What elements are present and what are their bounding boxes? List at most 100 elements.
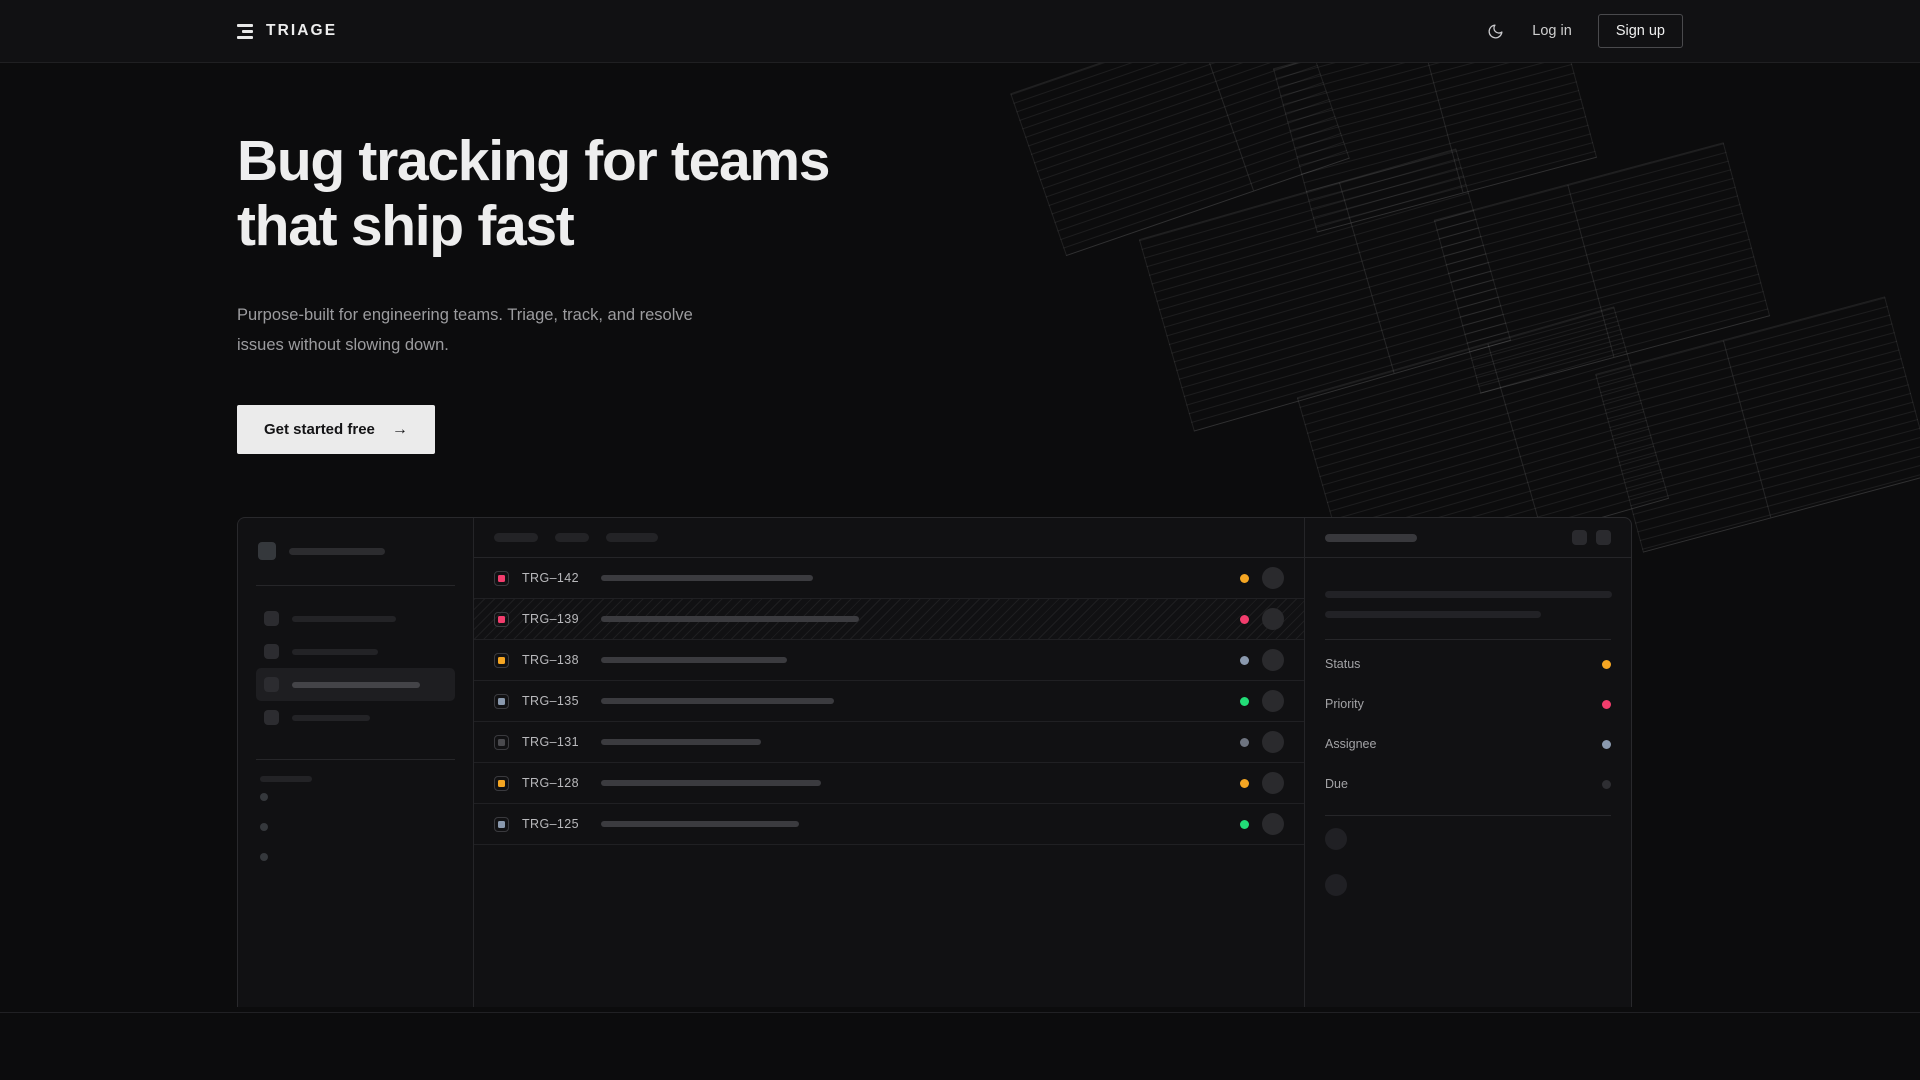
issue-title-skeleton: [601, 698, 834, 704]
priority-indicator[interactable]: [494, 734, 509, 750]
issue-id: TRG–139: [522, 612, 579, 626]
sidebar-nav-icon: [264, 611, 279, 626]
detail-meta-row-due[interactable]: Due: [1325, 764, 1611, 804]
issue-row-meta: [1240, 731, 1284, 753]
detail-description-skeleton: [1325, 591, 1612, 618]
sidebar-nav-icon: [264, 677, 279, 692]
priority-indicator[interactable]: [494, 775, 509, 791]
sidebar-nav: [256, 602, 455, 734]
sidebar-mini-item[interactable]: [256, 782, 455, 812]
detail-meta-label: Due: [1325, 777, 1348, 791]
activity-avatar: [1325, 874, 1347, 896]
sidebar-section-label-skeleton: [260, 776, 312, 782]
detail-meta-value-dot: [1602, 699, 1611, 709]
issue-row[interactable]: TRG–131: [474, 722, 1304, 763]
activity-avatar: [1325, 828, 1347, 850]
sidebar-nav-icon: [264, 644, 279, 659]
issue-title-skeleton: [601, 657, 787, 663]
detail-meta-row-assignee[interactable]: Assignee: [1325, 724, 1611, 764]
get-started-button[interactable]: Get started free →: [237, 405, 435, 454]
assignee-avatar[interactable]: [1262, 813, 1284, 835]
assignee-avatar[interactable]: [1262, 772, 1284, 794]
get-started-label: Get started free: [264, 421, 375, 438]
assignee-avatar[interactable]: [1262, 649, 1284, 671]
toolbar-chip-skeleton[interactable]: [555, 533, 589, 542]
detail-description-line-skeleton: [1325, 611, 1541, 618]
detail-meta-row-priority[interactable]: Priority: [1325, 684, 1611, 724]
detail-action-button[interactable]: [1596, 530, 1611, 545]
sidebar-nav-item-2[interactable]: [256, 668, 455, 701]
priority-indicator[interactable]: [494, 652, 509, 668]
issue-id: TRG–135: [522, 694, 579, 708]
detail-divider: [1325, 639, 1611, 640]
issue-row[interactable]: TRG–139: [474, 599, 1304, 640]
issue-row[interactable]: TRG–135: [474, 681, 1304, 722]
detail-meta-row-status[interactable]: Status: [1325, 644, 1611, 684]
issue-id: TRG–138: [522, 653, 579, 667]
sidebar-mini-item[interactable]: [256, 812, 455, 842]
workspace-name-skeleton: [289, 547, 385, 555]
priority-indicator[interactable]: [494, 816, 509, 832]
status-dot[interactable]: [1240, 573, 1249, 583]
sidebar-nav-item-3[interactable]: [256, 701, 455, 734]
status-dot[interactable]: [1240, 696, 1249, 706]
headline-line-1: Bug tracking for teams: [237, 129, 831, 193]
sidebar-mini-item[interactable]: [256, 842, 455, 872]
assignee-avatar[interactable]: [1262, 690, 1284, 712]
status-dot[interactable]: [1240, 737, 1249, 747]
issue-id: TRG–125: [522, 817, 579, 831]
priority-indicator[interactable]: [494, 611, 509, 627]
workspace-switcher[interactable]: [256, 538, 455, 560]
detail-meta-label: Priority: [1325, 697, 1364, 711]
toolbar-chip-skeleton[interactable]: [494, 533, 538, 542]
signup-button[interactable]: Sign up: [1597, 14, 1683, 48]
detail-description-line-skeleton: [1325, 591, 1612, 598]
status-dot[interactable]: [1240, 614, 1249, 624]
status-dot[interactable]: [1240, 819, 1249, 829]
sidebar-nav-item-0[interactable]: [256, 602, 455, 635]
header-actions: Log in Sign up: [1484, 14, 1683, 48]
toolbar-chip-skeleton[interactable]: [606, 533, 658, 542]
sidebar-mini-dot-icon: [260, 823, 268, 831]
issue-row-meta: [1240, 772, 1284, 794]
assignee-avatar[interactable]: [1262, 731, 1284, 753]
issue-list-toolbar: [474, 518, 1304, 558]
sidebar-nav-icon: [264, 710, 279, 725]
sidebar-mini-dot-icon: [260, 793, 268, 801]
issue-row[interactable]: TRG–138: [474, 640, 1304, 681]
sidebar-nav-item-1[interactable]: [256, 635, 455, 668]
detail-action-button[interactable]: [1572, 530, 1587, 545]
login-link[interactable]: Log in: [1532, 23, 1572, 39]
sidebar-mini-list: [256, 782, 455, 872]
sidebar-mini-dot-icon: [260, 853, 268, 861]
issue-row[interactable]: TRG–125: [474, 804, 1304, 845]
issue-title-skeleton: [601, 821, 799, 827]
priority-indicator[interactable]: [494, 570, 509, 586]
status-dot[interactable]: [1240, 655, 1249, 665]
issue-row[interactable]: TRG–142: [474, 558, 1304, 599]
sidebar-nav-label-skeleton: [292, 615, 396, 622]
assignee-avatar[interactable]: [1262, 567, 1284, 589]
status-dot[interactable]: [1240, 778, 1249, 788]
brand-logo[interactable]: TRIAGE: [237, 22, 337, 40]
detail-header: [1305, 518, 1631, 558]
issue-row[interactable]: TRG–128: [474, 763, 1304, 804]
detail-meta-value-dot: [1602, 739, 1611, 749]
issue-row-meta: [1240, 649, 1284, 671]
detail-divider-2: [1325, 815, 1611, 816]
detail-meta-value-dot: [1602, 779, 1611, 789]
page-title: Bug tracking for teams that ship fast: [237, 129, 957, 259]
arrow-right-icon: →: [391, 420, 408, 438]
headline-line-2: that ship fast: [237, 194, 575, 258]
moon-icon[interactable]: [1484, 20, 1506, 42]
sidebar-divider-2: [256, 759, 455, 760]
detail-action-buttons: [1572, 530, 1611, 545]
assignee-avatar[interactable]: [1262, 608, 1284, 630]
hero-section: Bug tracking for teams that ship fast Pu…: [0, 63, 1920, 454]
priority-indicator[interactable]: [494, 693, 509, 709]
